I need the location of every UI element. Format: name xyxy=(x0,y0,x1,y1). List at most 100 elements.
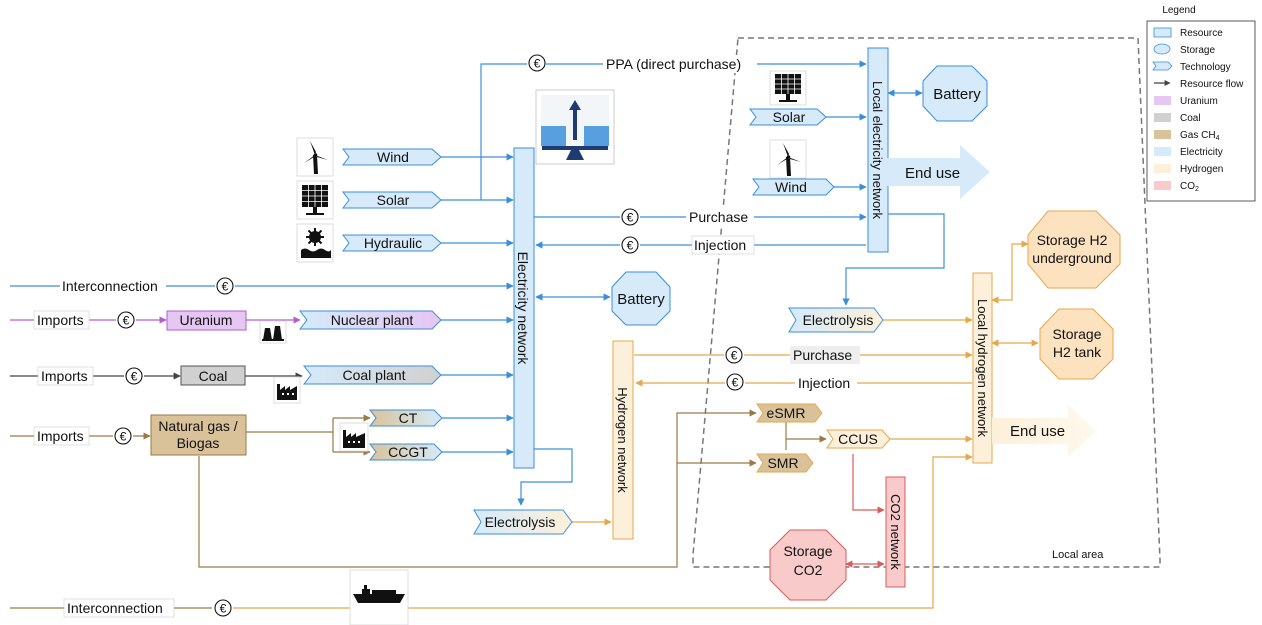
injection-label-hydrogen: Injection xyxy=(795,374,857,392)
svg-text:Legend: Legend xyxy=(1162,5,1195,16)
svg-text:CO2: CO2 xyxy=(1180,181,1199,193)
imports-label-uranium: Imports xyxy=(33,310,90,330)
injection-label-electricity: Injection xyxy=(691,235,755,255)
svg-text:€: € xyxy=(220,602,227,616)
end-use-hydrogen: End use xyxy=(992,405,1096,457)
wind-turbine-icon xyxy=(296,137,334,177)
svg-text:Natural gas /: Natural gas / xyxy=(158,418,237,434)
ccgt-technology: CCGT xyxy=(369,443,443,461)
svg-text:€: € xyxy=(732,376,739,390)
local-hydrogen-network: Local hydrogen network xyxy=(972,272,993,464)
svg-text:PPA (direct purchase): PPA (direct purchase) xyxy=(606,56,741,72)
svg-text:Uranium: Uranium xyxy=(1180,96,1218,107)
legend-storage: Storage xyxy=(1153,43,1215,56)
svg-text:Imports: Imports xyxy=(37,312,84,328)
hydro-dam-icon xyxy=(296,223,334,263)
svg-text:Storage H2: Storage H2 xyxy=(1037,232,1108,248)
svg-text:€: € xyxy=(731,349,738,363)
hydraulic-technology: Hydraulic xyxy=(342,234,442,252)
svg-text:Injection: Injection xyxy=(694,237,746,253)
solar-panel-icon xyxy=(769,70,807,106)
hydrogen-network: Hydrogen network xyxy=(612,340,634,540)
coal-plant-technology: Coal plant xyxy=(302,365,442,385)
purchase-label-hydrogen: Purchase xyxy=(790,346,860,364)
battery-storage: Battery xyxy=(611,271,671,326)
svg-text:Electricity network: Electricity network xyxy=(515,252,531,366)
interconnection-label-bottom: Interconnection xyxy=(63,598,175,618)
svg-text:End use: End use xyxy=(1010,423,1065,440)
euro-icon: € xyxy=(725,346,743,364)
co2-network: CO2 network xyxy=(885,476,906,588)
svg-text:Battery: Battery xyxy=(933,86,981,103)
svg-text:Local hydrogen network: Local hydrogen network xyxy=(975,299,990,438)
svg-text:Coal plant: Coal plant xyxy=(342,367,405,383)
euro-icon: € xyxy=(621,208,639,226)
svg-text:€: € xyxy=(627,211,634,225)
factory-icon xyxy=(273,376,301,404)
market-balance-icon xyxy=(535,89,615,165)
svg-text:Injection: Injection xyxy=(798,375,850,391)
svg-text:€: € xyxy=(534,57,541,71)
svg-text:Storage: Storage xyxy=(1052,326,1101,342)
euro-icons: € € € € € € € € € € xyxy=(114,54,744,617)
euro-icon: € xyxy=(214,599,232,617)
legend-resource: Resource xyxy=(1153,27,1223,39)
euro-icon: € xyxy=(726,373,744,391)
svg-text:SMR: SMR xyxy=(767,455,798,471)
svg-text:Technology: Technology xyxy=(1180,62,1231,73)
ppa-label: PPA (direct purchase) xyxy=(603,55,757,73)
svg-text:Solar: Solar xyxy=(773,109,806,125)
svg-text:Interconnection: Interconnection xyxy=(67,600,163,616)
svg-text:End use: End use xyxy=(905,165,960,182)
svg-text:€: € xyxy=(627,239,634,253)
svg-text:Battery: Battery xyxy=(617,291,665,308)
svg-text:Wind: Wind xyxy=(377,149,409,165)
svg-text:Uranium: Uranium xyxy=(180,312,233,328)
factory-icon xyxy=(339,422,369,452)
euro-icon: € xyxy=(117,311,135,329)
svg-text:Interconnection: Interconnection xyxy=(62,278,158,294)
local-area-boundary xyxy=(692,37,1161,568)
euro-icon: € xyxy=(621,236,639,254)
svg-text:Resource flow: Resource flow xyxy=(1180,79,1244,90)
svg-text:€: € xyxy=(131,370,138,384)
euro-icon: € xyxy=(125,367,143,385)
imports-label-gas: Imports xyxy=(33,426,90,446)
svg-text:€: € xyxy=(120,430,127,444)
solar-technology: Solar xyxy=(342,191,442,209)
solar-panel-icon xyxy=(296,180,334,220)
local-electricity-network: Local electricity network xyxy=(867,47,889,253)
ship-icon xyxy=(349,569,409,625)
local-battery-storage: Battery xyxy=(922,65,988,122)
legend-electricity: Electricity xyxy=(1154,147,1223,158)
uranium-resource: Uranium xyxy=(166,310,247,331)
svg-text:Resource: Resource xyxy=(1180,28,1223,39)
svg-text:eSMR: eSMR xyxy=(767,405,806,421)
legend-gas: Gas CH4 xyxy=(1154,130,1220,142)
svg-text:CO2 network: CO2 network xyxy=(888,494,903,570)
electricity-network: Electricity network xyxy=(513,147,535,469)
local-area-label: Local area xyxy=(1052,549,1104,561)
euro-icon: € xyxy=(528,54,546,72)
smr-technology: SMR xyxy=(756,453,814,473)
purchase-label-electricity: Purchase xyxy=(686,208,754,226)
legend-coal: Coal xyxy=(1154,113,1201,124)
coal-resource: Coal xyxy=(180,365,246,386)
svg-text:CCUS: CCUS xyxy=(838,431,878,447)
storage-co2: Storage CO2 xyxy=(769,529,847,601)
svg-text:€: € xyxy=(222,280,229,294)
end-use-electricity: End use xyxy=(886,145,990,199)
ccus-technology: CCUS xyxy=(826,429,891,449)
imports-label-coal: Imports xyxy=(37,366,94,386)
svg-text:€: € xyxy=(123,314,130,328)
storage-h2-underground: Storage H2 underground xyxy=(1027,210,1121,289)
svg-text:Wind: Wind xyxy=(775,179,807,195)
svg-text:Storage: Storage xyxy=(783,543,832,559)
ct-technology: CT xyxy=(369,409,443,427)
natural-gas-biogas-resource: Natural gas / Biogas xyxy=(150,414,247,456)
wind-turbine-icon xyxy=(769,139,807,179)
legend-uranium: Uranium xyxy=(1154,96,1218,107)
svg-text:Electricity: Electricity xyxy=(1180,147,1223,158)
electrolysis-technology: Electrolysis xyxy=(473,509,573,535)
